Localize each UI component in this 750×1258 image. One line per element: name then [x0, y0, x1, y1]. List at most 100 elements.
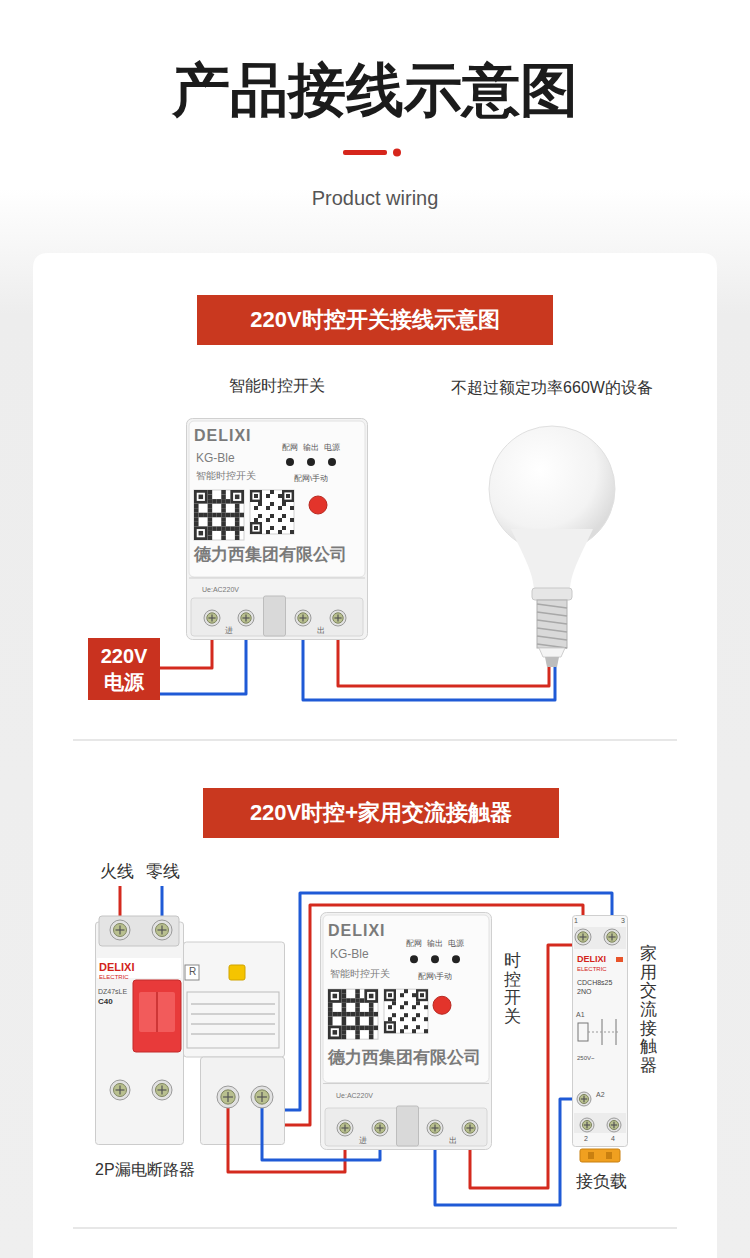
brand-logo: DELIXI	[328, 923, 386, 939]
screw-head	[340, 1123, 350, 1133]
qr-finder	[329, 991, 340, 1002]
terminal-block	[99, 916, 179, 946]
qr-cell	[194, 522, 199, 527]
qr-cell	[212, 526, 217, 531]
qr-cell	[266, 506, 270, 510]
screw-slot	[261, 1092, 262, 1102]
reset-mark: R	[189, 967, 196, 977]
screw-head	[241, 613, 251, 623]
qr-cell	[342, 994, 347, 999]
qr-cell	[360, 998, 365, 1003]
screw-head	[607, 932, 617, 942]
qr-cell	[221, 499, 226, 504]
qr-cell	[342, 1030, 347, 1035]
brand-sub: ELECTRIC	[99, 974, 129, 980]
terminal-strip	[574, 1113, 626, 1133]
terminal-screw	[604, 929, 620, 945]
screw-head	[114, 1084, 127, 1097]
qr-cell	[392, 1013, 396, 1017]
screw-head	[465, 1123, 475, 1133]
terminal-label: 进	[225, 627, 233, 635]
device-heading: 2P漏电断路器	[95, 1162, 195, 1178]
qr-cell	[235, 517, 240, 522]
voltage-rating: Ue:AC220V	[202, 586, 239, 593]
leakage-breaker: DELIXIELECTRICDZ47sLEC40R2P漏电断路器	[95, 912, 285, 1145]
qr-cell	[217, 526, 222, 531]
terminal-screw	[462, 1120, 478, 1136]
status-window	[616, 957, 623, 962]
qr-cell	[400, 1029, 404, 1033]
qr-cell	[278, 506, 282, 510]
terminal-screw	[575, 929, 591, 945]
terminal-label: 出	[317, 627, 325, 635]
linkage-symbol	[588, 1032, 620, 1033]
qr-cell	[208, 531, 213, 536]
base-insulator	[539, 648, 565, 657]
screw-slot	[161, 1086, 162, 1095]
qr-cell	[416, 1025, 420, 1029]
leakage-module	[184, 942, 285, 1057]
subtitle: Product wiring	[0, 186, 750, 210]
qr-cell	[369, 1026, 374, 1031]
wire-label: 火线	[100, 862, 134, 882]
screw-head	[207, 613, 217, 623]
push-button	[433, 996, 451, 1014]
qr-cell	[239, 526, 244, 531]
contact-type: 2NO	[577, 988, 591, 995]
qr-finder	[195, 491, 206, 502]
qr-cell	[355, 989, 360, 994]
terminal-number: 2	[584, 1135, 588, 1142]
qr-cell	[328, 1021, 333, 1026]
qr-cell	[342, 1035, 347, 1040]
screw-slot	[119, 926, 120, 935]
time-switch: 智能时控开关DELIXIKG-Ble智能时控开关配网输出电源配网\手动德力西集团…	[186, 418, 368, 640]
qr-finder	[329, 1027, 340, 1038]
qr-cell	[270, 490, 274, 494]
led-label: 电源	[448, 940, 464, 948]
terminal-screw	[110, 1080, 130, 1100]
led-label: 配网	[406, 940, 422, 948]
qr-cell	[235, 526, 240, 531]
brand-logo: DELIXI	[99, 962, 134, 973]
qr-cell	[404, 989, 408, 993]
qr-finder	[417, 990, 427, 1000]
qr-cell	[333, 1012, 338, 1017]
coil-symbol	[578, 1023, 588, 1041]
qr-finder	[199, 531, 204, 536]
qr-cell	[424, 1017, 428, 1021]
device-housing	[321, 913, 492, 1150]
qr-cell	[369, 1016, 374, 1021]
qr-cell	[388, 1017, 392, 1021]
qr-cell	[355, 994, 360, 999]
qr-cell	[230, 526, 235, 531]
wire	[160, 640, 212, 668]
qr-cell	[208, 517, 213, 522]
qr-cell	[355, 1003, 360, 1008]
qr-finder	[385, 1022, 395, 1032]
qr-cell	[364, 1012, 369, 1017]
qr-cell	[270, 502, 274, 506]
led-label: 电源	[324, 444, 340, 452]
qr-cell	[199, 513, 204, 518]
qr-finder	[420, 993, 424, 997]
terminal-screw	[607, 1118, 621, 1132]
panel-step	[323, 1083, 489, 1084]
din-clip	[264, 596, 286, 636]
current-rating: C40	[98, 998, 113, 1006]
qr-cell	[266, 494, 270, 498]
qr-cell	[221, 517, 226, 522]
qr-cell	[369, 1003, 374, 1008]
divider	[73, 740, 677, 741]
qr-cell	[266, 518, 270, 522]
qr-cell	[217, 499, 222, 504]
power-source-tag: 220V 电源	[88, 638, 160, 700]
brand-logo: DELIXI	[194, 428, 252, 444]
qr-cell	[373, 1026, 378, 1031]
qr-cell	[258, 514, 262, 518]
qr-cell	[278, 530, 282, 534]
qr-cell	[369, 1012, 374, 1017]
qr-cell	[226, 499, 231, 504]
base-thread	[537, 644, 567, 648]
load-connector-pin	[606, 1152, 612, 1159]
terminal-screw	[427, 1120, 443, 1136]
